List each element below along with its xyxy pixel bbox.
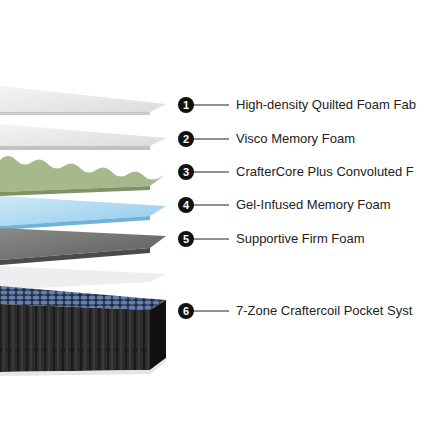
callout-number: 5 bbox=[178, 231, 194, 247]
callout-number: 6 bbox=[178, 303, 194, 319]
callout-number: 2 bbox=[178, 131, 194, 147]
layer-label: 7-Zone Craftercoil Pocket Syst bbox=[236, 303, 412, 319]
layer-firm-foam bbox=[0, 228, 166, 265]
callout-number: 3 bbox=[178, 164, 194, 180]
callout-leaders bbox=[192, 105, 229, 311]
pocket-coil-block bbox=[0, 286, 166, 376]
layer-label: High-density Quilted Foam Fab bbox=[236, 97, 416, 113]
layer-label: Supportive Firm Foam bbox=[236, 231, 365, 247]
layer-label: CrafterCore Plus Convoluted F bbox=[236, 164, 414, 180]
layer-label: Gel-Infused Memory Foam bbox=[236, 197, 391, 213]
callout-number: 4 bbox=[178, 197, 194, 213]
layer-quilted-fabric bbox=[0, 86, 166, 115]
layer-gel-foam bbox=[0, 196, 166, 230]
callout-circles bbox=[178, 97, 194, 319]
layer-label: Visco Memory Foam bbox=[236, 131, 355, 147]
layer-thin-white bbox=[0, 266, 166, 290]
layer-visco-foam bbox=[0, 124, 166, 150]
callout-number: 1 bbox=[178, 97, 194, 113]
layer-convoluted-foam bbox=[0, 156, 166, 196]
